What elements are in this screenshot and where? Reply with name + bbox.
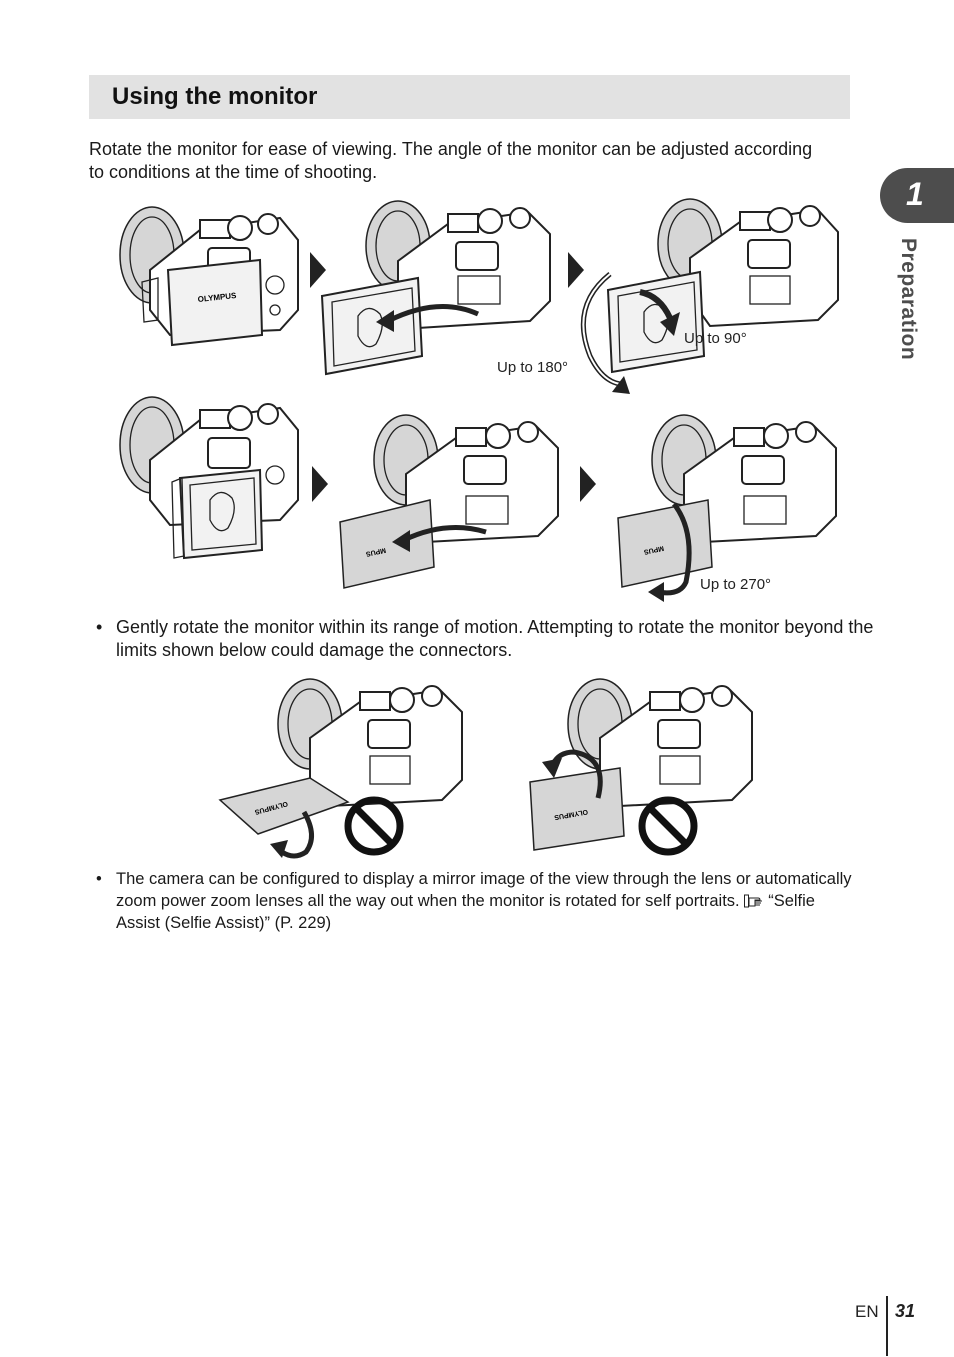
caption-up-to-90: Up to 90° (684, 330, 747, 347)
camera-monitor-rotated-90 (580, 198, 839, 394)
camera-monitor-reversing: MPUS (339, 414, 559, 589)
brand-label: OLYMPUS (197, 291, 237, 304)
caption-up-to-270: Up to 270° (700, 576, 772, 593)
bullet-selfie-assist: • The camera can be configured to displa… (96, 868, 856, 934)
section-title: Using the monitor (112, 83, 318, 110)
bullet-range-of-motion: • Gently rotate the monitor within its r… (96, 616, 876, 662)
chapter-tab: 1 (880, 168, 954, 223)
camera-monitor-prohibited-down: OLYMPUS (218, 678, 463, 859)
step-arrow-2 (568, 252, 584, 288)
bullet-marker: • (96, 617, 103, 637)
step-arrow-4 (580, 466, 596, 502)
footer-divider (886, 1296, 888, 1356)
bullet-marker: • (96, 870, 102, 888)
camera-monitor-facing-forward (119, 396, 299, 560)
chapter-label: Preparation (897, 238, 920, 361)
section-title-bar: Using the monitor (89, 75, 850, 119)
step-arrow-3 (312, 466, 328, 502)
intro-paragraph: Rotate the monitor for ease of viewing. … (89, 139, 813, 182)
caption-up-to-180: Up to 180° (497, 359, 569, 376)
brand-label-reversed: MPUS (365, 546, 387, 557)
camera-monitor-closed: OLYMPUS (119, 206, 299, 347)
chapter-number: 1 (906, 176, 924, 212)
footer-language: EN (855, 1302, 879, 1321)
camera-monitor-prohibited-over: OLYMPUS (529, 678, 753, 856)
camera-monitor-swung-out (320, 200, 551, 376)
step-arrow-1 (310, 252, 326, 288)
camera-monitor-rotated-270: MPUS (617, 414, 837, 602)
reference-pointing-hand-icon (744, 894, 763, 908)
bullet-text: Gently rotate the monitor within its ran… (116, 617, 874, 660)
page-number: 31 (895, 1301, 916, 1321)
bullet-text: The camera can be configured to display … (116, 870, 852, 910)
cross-reference-link[interactable]: “Selfie Assist (Selfie Assist)” (P. 229) (116, 892, 815, 932)
brand-label-reversed-2: MPUS (643, 544, 665, 555)
